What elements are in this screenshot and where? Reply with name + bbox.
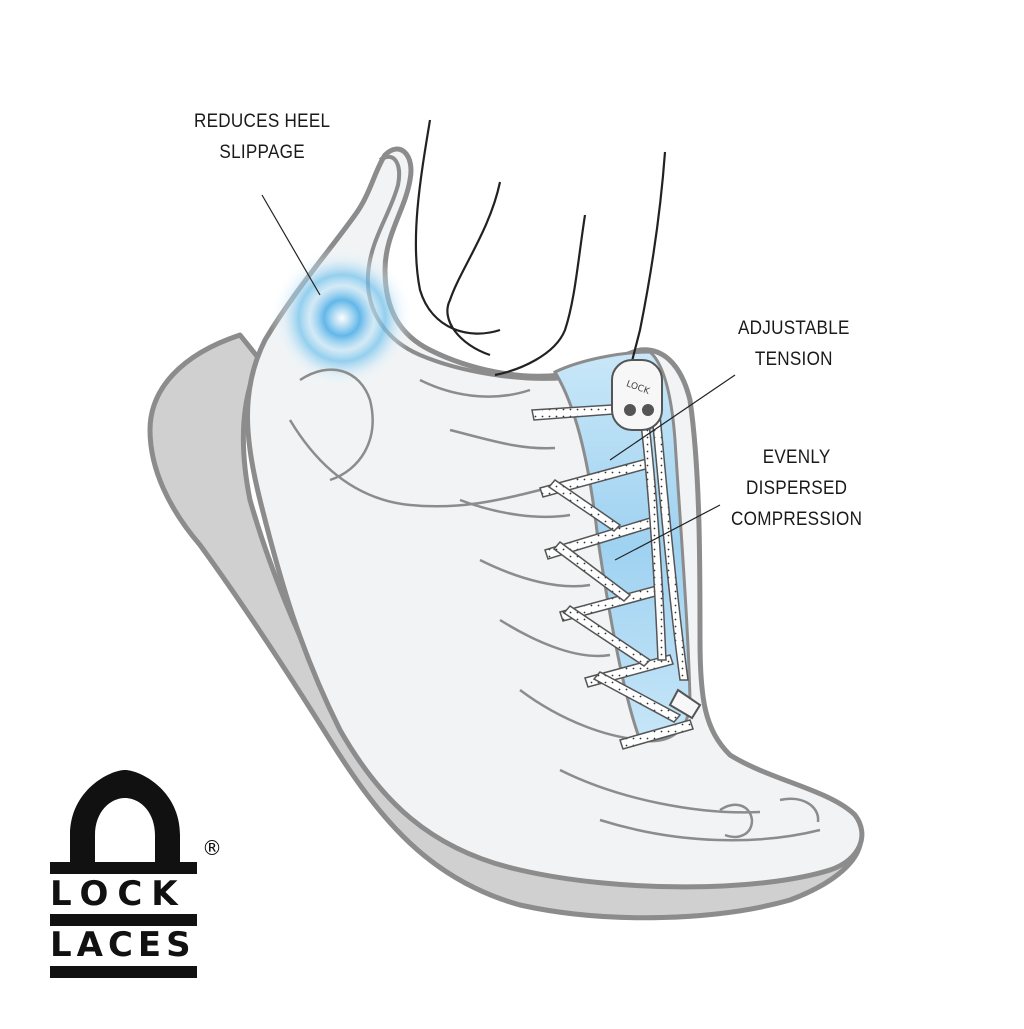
logo-shackle <box>70 770 180 862</box>
lace-cross-1 <box>547 478 622 532</box>
lace-cross-3 <box>562 605 652 667</box>
lace-6 <box>619 719 694 750</box>
callout-compression-line2: DISPERSED <box>745 478 848 499</box>
lace-main-2 <box>651 414 689 681</box>
lace-tip <box>668 688 702 720</box>
compression-leader-line <box>614 504 721 561</box>
logo-word-lock: LOCK <box>50 874 187 914</box>
callout-tension-line2: TENSION <box>754 349 833 370</box>
lace-main-1 <box>639 414 667 661</box>
lock-laces-clip <box>611 359 663 431</box>
logo-word-laces: LACES <box>50 925 196 965</box>
heel-leader-line <box>261 194 321 296</box>
callout-compression-line1: EVENLY <box>762 447 831 468</box>
lace-cross-4 <box>592 671 682 723</box>
logo-band-top <box>50 862 197 874</box>
tension-leader-line <box>609 374 736 461</box>
callout-heel-line2: SLIPPAGE <box>219 142 305 163</box>
logo-band-mid <box>50 914 197 926</box>
callout-heel: REDUCES HEEL SLIPPAGE <box>194 106 330 168</box>
callout-compression-line3: COMPRESSION <box>731 509 863 530</box>
lace-cross-2 <box>552 540 632 602</box>
callout-tension-line1: ADJUSTABLE <box>738 318 850 339</box>
heel-glow <box>270 246 414 390</box>
laces <box>531 404 694 750</box>
registered-mark: ® <box>202 836 222 860</box>
logo-band-bottom <box>50 966 197 978</box>
callout-compression: EVENLY DISPERSED COMPRESSION <box>731 442 862 535</box>
callout-heel-line1: REDUCES HEEL <box>194 111 331 132</box>
foot-bones <box>288 368 821 842</box>
callout-tension: ADJUSTABLE TENSION <box>738 313 850 375</box>
foot-outline <box>414 119 667 377</box>
